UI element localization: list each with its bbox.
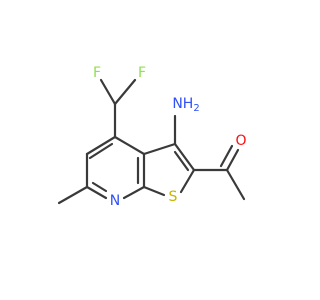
bonds — [57, 78, 246, 205]
bond-c2-s1 — [179, 168, 196, 194]
amino-nh: NH — [172, 96, 193, 112]
atom-f-left: F — [93, 65, 101, 81]
bond-carbonyl-o — [225, 148, 240, 172]
amino-subscript: 2 — [193, 103, 199, 114]
atom-amino-n: NH2 — [172, 96, 199, 114]
bond-carbonyl-o-double — [219, 144, 234, 168]
bond-c3-c2 — [173, 142, 196, 172]
bond-c3a-c3 — [142, 142, 177, 156]
bond-c4-c5-double — [88, 142, 114, 160]
bond-n7-c7a — [122, 185, 146, 200]
bond-c4-c5 — [85, 135, 117, 156]
bond-c6-n7-double — [91, 181, 108, 193]
bond-s1-c7a — [142, 185, 166, 197]
bond-chf2-f1 — [99, 78, 117, 106]
atom-s-ring: S — [169, 189, 178, 205]
bond-c4-c3a — [113, 135, 146, 156]
atom-n-ring: N — [110, 193, 120, 209]
bond-c6-methyl — [57, 185, 89, 205]
atom-o-carbonyl: O — [235, 133, 246, 149]
molecule-diagram: F F NH2 O N S — [57, 65, 247, 209]
bond-chf2-f2 — [113, 78, 137, 106]
bond-c3-c2-double — [173, 150, 190, 172]
bond-carbonyl-methyl — [225, 168, 246, 201]
atom-labels: F F NH2 O N S — [93, 65, 247, 209]
atom-f-right: F — [138, 65, 146, 81]
bond-c6-n7 — [85, 185, 108, 200]
